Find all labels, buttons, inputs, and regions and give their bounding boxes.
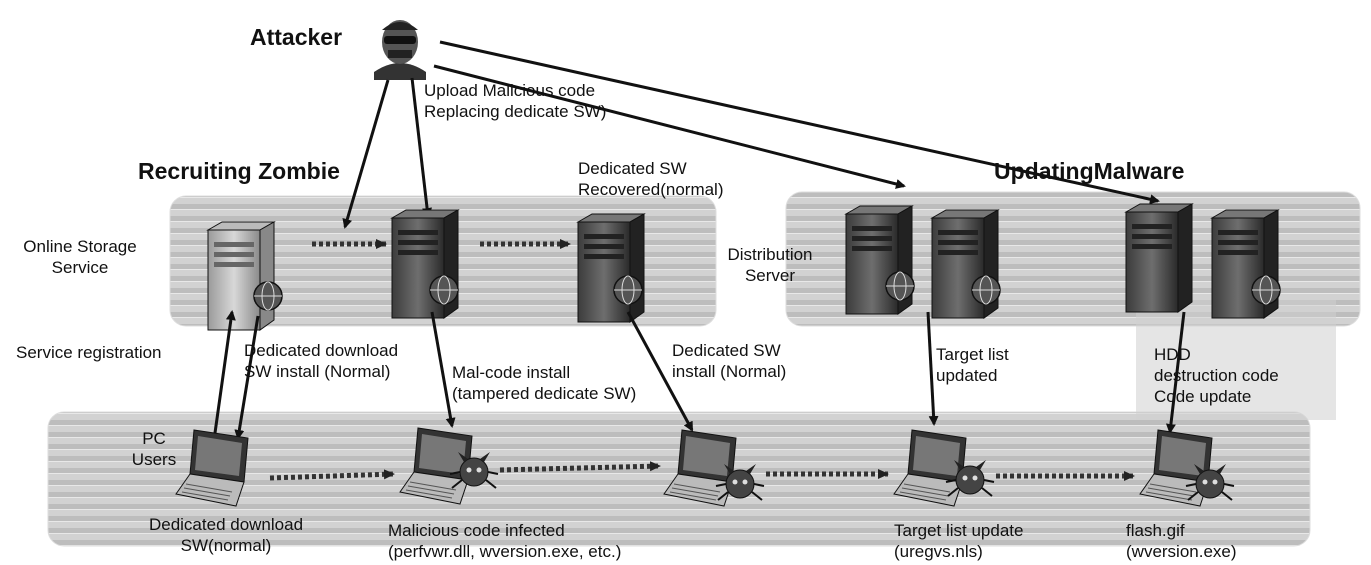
server-tower-icon xyxy=(578,214,644,322)
label-line: Code update xyxy=(1154,386,1279,407)
label-target-list-updated: Target list updated xyxy=(936,344,1009,386)
label-dedicated-recovered: Dedicated SW Recovered(normal) xyxy=(578,158,724,200)
label-service-registration: Service registration xyxy=(16,342,162,363)
label-line: flash.gif xyxy=(1126,520,1237,541)
label-line: Target list update xyxy=(894,520,1023,541)
heading-updating-malware: UpdatingMalware xyxy=(994,158,1184,185)
label-pc-users: PC Users xyxy=(124,428,184,470)
label-line: Online Storage xyxy=(6,236,154,257)
globe-icon xyxy=(886,272,914,300)
label-line: SW install (Normal) xyxy=(244,361,398,382)
label-line: HDD xyxy=(1154,344,1279,365)
label-flash-gif: flash.gif (wversion.exe) xyxy=(1126,520,1237,562)
label-line: Recovered(normal) xyxy=(578,179,724,200)
label-download-install: Dedicated download SW install (Normal) xyxy=(244,340,398,382)
label-line: destruction code xyxy=(1154,365,1279,386)
label-line: Dedicated SW xyxy=(672,340,786,361)
label-distribution-server: Distribution Server xyxy=(712,244,828,286)
server-tower-icon xyxy=(208,222,274,330)
label-line: Dedicated download xyxy=(120,514,332,535)
label-line: Users xyxy=(124,449,184,470)
label-line: (wversion.exe) xyxy=(1126,541,1237,562)
arrow-malcode-install xyxy=(432,312,452,426)
label-line: Upload Malicious code xyxy=(424,80,606,101)
globe-icon xyxy=(972,276,1000,304)
label-line: (tampered dedicate SW) xyxy=(452,383,636,404)
globe-icon xyxy=(1252,276,1280,304)
server-tower-icon xyxy=(1126,204,1192,312)
label-malicious-infected: Malicious code infected (perfvwr.dll, wv… xyxy=(388,520,621,562)
globe-icon xyxy=(254,282,282,310)
label-sw-install-normal: Dedicated SW install (Normal) xyxy=(672,340,786,382)
label-line: Dedicated SW xyxy=(578,158,724,179)
globe-icon xyxy=(430,276,458,304)
label-line: Server xyxy=(712,265,828,286)
label-line: Mal-code install xyxy=(452,362,636,383)
label-upload-malicious: Upload Malicious code Replacing dedicate… xyxy=(424,80,606,122)
label-line: SW(normal) xyxy=(120,535,332,556)
label-line: Target list xyxy=(936,344,1009,365)
label-malcode-install: Mal-code install (tampered dedicate SW) xyxy=(452,362,636,404)
label-line: PC xyxy=(124,428,184,449)
arrow-target-list-updated xyxy=(928,312,934,424)
globe-icon xyxy=(614,276,642,304)
label-target-list-update: Target list update (uregvs.nls) xyxy=(894,520,1023,562)
label-line: (uregvs.nls) xyxy=(894,541,1023,562)
label-online-storage: Online Storage Service xyxy=(6,236,154,278)
label-line: Replacing dedicate SW) xyxy=(424,101,606,122)
label-line: Malicious code infected xyxy=(388,520,621,541)
label-line: (perfvwr.dll, wversion.exe, etc.) xyxy=(388,541,621,562)
label-line: Dedicated download xyxy=(244,340,398,361)
heading-recruiting-zombie: Recruiting Zombie xyxy=(138,158,340,185)
label-line: Service xyxy=(6,257,154,278)
label-bottom-dedicated-download: Dedicated download SW(normal) xyxy=(120,514,332,556)
label-line: Distribution xyxy=(712,244,828,265)
label-line: install (Normal) xyxy=(672,361,786,382)
label-line: updated xyxy=(936,365,1009,386)
label-hdd-destruction: HDD destruction code Code update xyxy=(1154,344,1279,407)
hacker-icon xyxy=(374,20,426,80)
heading-attacker: Attacker xyxy=(250,24,342,51)
